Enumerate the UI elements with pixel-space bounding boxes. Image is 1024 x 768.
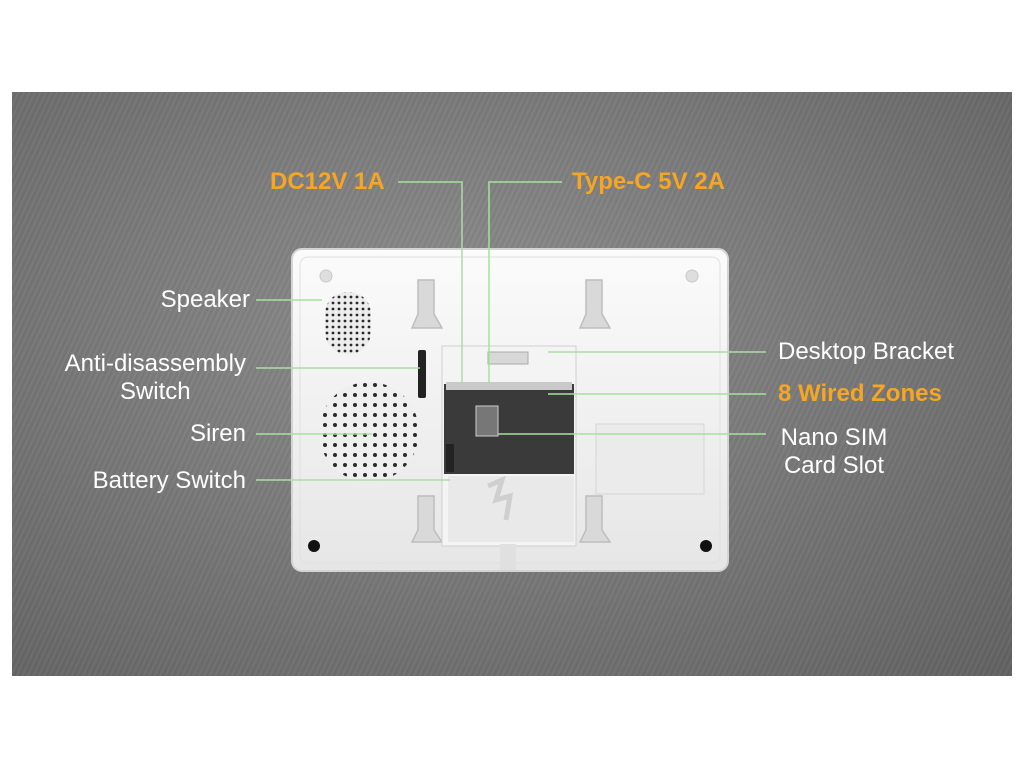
label-battery-switch: Battery Switch (92, 467, 246, 494)
speaker-grille (325, 292, 371, 354)
label-nano-sim-line1: Nano SIM (780, 424, 888, 451)
label-type-c: Type-C 5V 2A (572, 168, 725, 195)
terminal-compartment (441, 345, 577, 570)
label-nano-sim: Nano SIM Card Slot (778, 424, 890, 480)
label-dc-power: DC12V 1A (270, 168, 385, 195)
screw-icon (308, 269, 712, 552)
label-desktop-bracket: Desktop Bracket (778, 338, 955, 365)
label-nano-sim-line2: Card Slot (783, 452, 885, 479)
mounting-hook-icon (410, 279, 612, 543)
label-siren: Siren (189, 420, 246, 447)
battery-switch-part (446, 444, 454, 472)
label-anti-disassembly-line2: Switch (119, 378, 191, 405)
desktop-bracket-slot (595, 423, 705, 495)
label-wired-zones: 8 Wired Zones (778, 380, 942, 407)
leader-lines (256, 181, 766, 481)
tamper-switch (418, 350, 426, 398)
label-anti-disassembly-line1: Anti-disassembly (64, 350, 246, 377)
label-speaker: Speaker (160, 286, 250, 313)
siren-grille (319, 382, 419, 482)
label-anti-disassembly: Anti-disassembly Switch (65, 350, 246, 406)
